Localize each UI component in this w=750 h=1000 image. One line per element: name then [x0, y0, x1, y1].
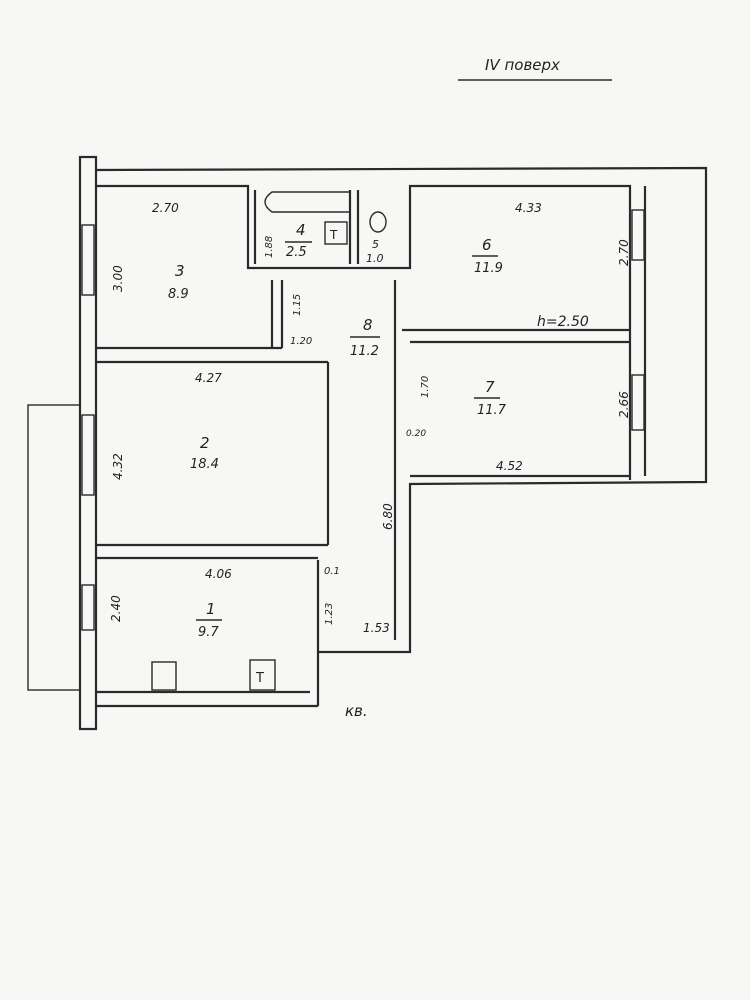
room-6: 611.9 [472, 236, 503, 276]
svg-text:4: 4 [296, 221, 306, 239]
stove-icon [151, 661, 177, 691]
room-2: 218.4 [190, 434, 219, 472]
heater-icon: Т [249, 659, 276, 691]
floor-title: IV поверх [485, 56, 560, 74]
svg-text:5: 5 [372, 238, 379, 251]
svg-text:2.70: 2.70 [152, 201, 179, 215]
svg-text:2.40: 2.40 [109, 595, 123, 622]
svg-text:Т: Т [329, 228, 338, 242]
dimension-labels: 2.70 3.00 1.88 1.15 1.20 4.33 2.70 h=2.5… [109, 201, 631, 635]
svg-text:Т: Т [255, 671, 264, 686]
room-4: 42.5 [285, 221, 312, 260]
svg-text:7: 7 [485, 378, 495, 396]
svg-text:6: 6 [482, 236, 492, 254]
svg-text:2.66: 2.66 [617, 391, 631, 418]
svg-text:1.53: 1.53 [363, 621, 390, 635]
svg-text:11.2: 11.2 [350, 344, 379, 359]
svg-text:3.00: 3.00 [111, 265, 125, 292]
svg-text:6.80: 6.80 [381, 503, 395, 530]
svg-text:8: 8 [363, 316, 373, 334]
svg-text:1.15: 1.15 [292, 294, 303, 316]
svg-text:11.9: 11.9 [474, 261, 503, 276]
room-3: 38.9 [168, 262, 189, 302]
walls [27, 155, 708, 731]
svg-text:2: 2 [200, 434, 210, 452]
apartment-label: кв. [345, 702, 368, 720]
room-8: 811.2 [350, 316, 380, 359]
svg-text:3: 3 [175, 262, 185, 280]
svg-text:11.7: 11.7 [477, 403, 507, 418]
svg-text:4.32: 4.32 [111, 453, 125, 480]
svg-text:4.27: 4.27 [195, 371, 222, 385]
toilet-icon [369, 211, 387, 233]
room-5: 51.0 [366, 238, 384, 265]
room-7: 711.7 [474, 378, 507, 418]
svg-text:1.88: 1.88 [264, 236, 275, 258]
svg-text:1.23: 1.23 [324, 603, 335, 625]
svg-text:1.70: 1.70 [420, 376, 431, 398]
svg-text:4.06: 4.06 [205, 567, 232, 581]
water-heater-icon: Т [324, 221, 348, 245]
windows [81, 209, 645, 631]
svg-text:0.20: 0.20 [406, 429, 426, 439]
svg-text:2.5: 2.5 [286, 245, 307, 260]
room-1: 19.7 [196, 600, 222, 640]
svg-text:8.9: 8.9 [168, 287, 189, 302]
svg-text:18.4: 18.4 [190, 457, 219, 472]
svg-text:0.1: 0.1 [324, 566, 340, 577]
svg-text:4.33: 4.33 [515, 201, 542, 215]
svg-text:h=2.50: h=2.50 [537, 314, 589, 330]
svg-text:1.20: 1.20 [290, 336, 312, 347]
svg-text:2.70: 2.70 [617, 239, 631, 266]
svg-text:9.7: 9.7 [198, 625, 219, 640]
svg-text:4.52: 4.52 [496, 459, 523, 473]
bathtub-icon [264, 191, 350, 213]
svg-text:1: 1 [206, 600, 216, 618]
svg-text:1.0: 1.0 [366, 252, 384, 265]
